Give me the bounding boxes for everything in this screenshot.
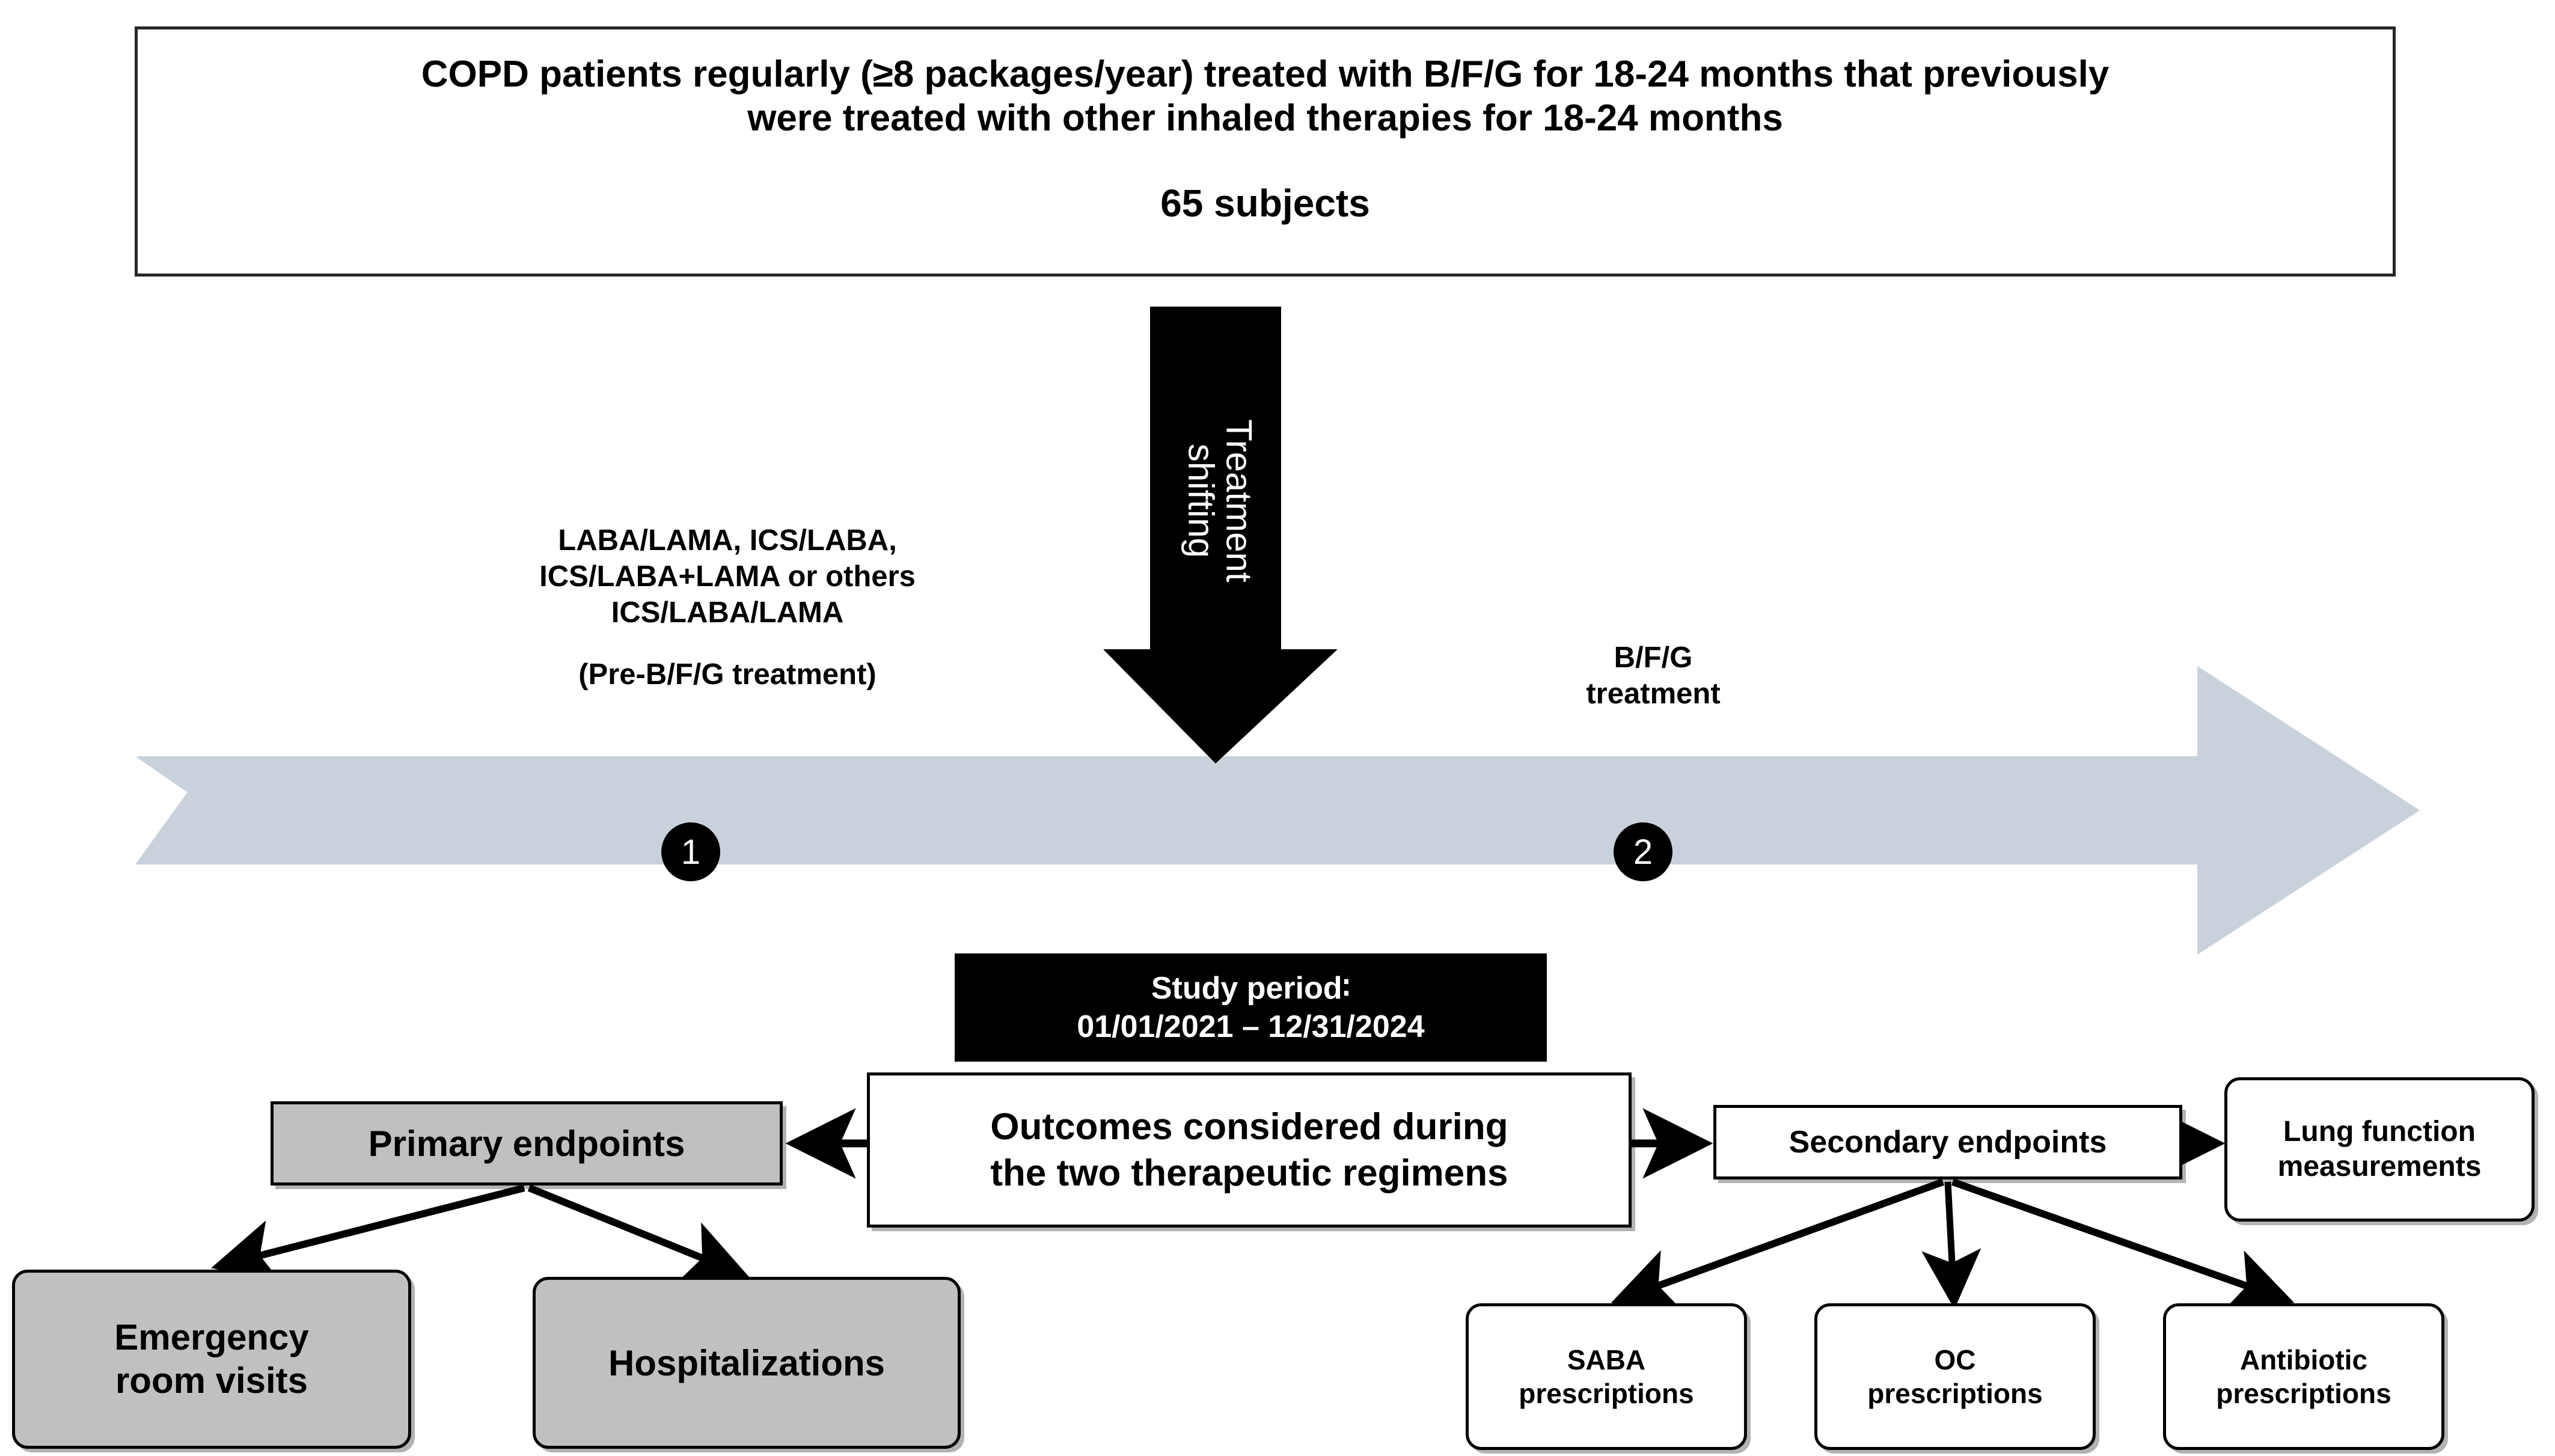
outcomes-considered-box: Outcomes considered during the two thera… (867, 1072, 1632, 1228)
secondary-endpoints-box[interactable]: Secondary endpoints (1713, 1105, 2182, 1179)
antibiotic-line-2: prescriptions (2216, 1378, 2391, 1409)
secondary-endpoints-label: Secondary endpoints (1788, 1125, 2107, 1160)
saba-text: SABA prescriptions (1519, 1343, 1694, 1410)
primary-endpoints-box[interactable]: Primary endpoints (271, 1101, 783, 1185)
treatment-shifting-arrow (1103, 307, 1338, 763)
bfg-line-1: B/F/G (1614, 641, 1693, 674)
cohort-subject-count: 65 subjects (1160, 182, 1370, 225)
outcomes-line-2: the two therapeutic regimens (990, 1152, 1508, 1194)
pre-bfg-line-1: LABA/LAMA, ICS/LABA, (558, 524, 897, 557)
er-visits-line-2: room visits (115, 1360, 308, 1401)
outcomes-text: Outcomes considered during the two thera… (990, 1104, 1508, 1197)
pre-bfg-line-2: ICS/LABA+LAMA or others (539, 560, 916, 593)
oc-text: OC prescriptions (1867, 1343, 2042, 1410)
hospitalizations-label: Hospitalizations (608, 1342, 886, 1383)
pre-bfg-line-3: ICS/LABA/LAMA (611, 596, 844, 629)
lung-function-text: Lung function measurements (2278, 1115, 2482, 1184)
antibiotic-prescriptions-box[interactable]: Antibiotic prescriptions (2163, 1303, 2444, 1450)
study-period-range: 01/01/2021 – 12/31/2024 (1077, 1009, 1425, 1044)
lung-function-line-2: measurements (2277, 1151, 2482, 1182)
saba-prescriptions-box[interactable]: SABA prescriptions (1466, 1303, 1747, 1450)
timeline-arrow (135, 666, 2420, 955)
study-period-box: Study period∶ 01/01/2021 – 12/31/2024 (955, 953, 1547, 1062)
saba-line-1: SABA (1567, 1344, 1646, 1375)
study-period-label: Study period∶ (1151, 970, 1351, 1006)
pre-bfg-treatment-label: LABA/LAMA, ICS/LABA, ICS/LABA+LAMA or ot… (463, 523, 992, 693)
lung-function-measurements-box[interactable]: Lung function measurements (2224, 1077, 2535, 1222)
pre-bfg-note: (Pre-B/F/G treatment) (578, 658, 877, 691)
bfg-treatment-label: B/F/G treatment (1467, 640, 1840, 712)
stage-1-number: 1 (681, 832, 701, 872)
antibiotic-line-1: Antibiotic (2239, 1344, 2368, 1375)
er-visits-line-1: Emergency (114, 1317, 309, 1357)
cohort-line-1: COPD patients regularly (≥8 packages/yea… (421, 54, 2110, 95)
hospitalizations-box[interactable]: Hospitalizations (533, 1277, 961, 1449)
antibiotic-text: Antibiotic prescriptions (2216, 1343, 2391, 1410)
outcomes-line-1: Outcomes considered during (990, 1106, 1508, 1148)
lung-function-line-1: Lung function (2283, 1116, 2476, 1148)
oc-line-2: prescriptions (1867, 1378, 2043, 1409)
oc-prescriptions-box[interactable]: OC prescriptions (1814, 1303, 2096, 1450)
emergency-room-visits-box[interactable]: Emergency room visits (12, 1270, 411, 1449)
cohort-description-box: COPD patients regularly (≥8 packages/yea… (135, 26, 2396, 277)
saba-line-2: prescriptions (1519, 1378, 1694, 1409)
oc-line-1: OC (1934, 1344, 1976, 1375)
timeline-stage-1-marker: 1 (661, 822, 720, 881)
timeline-stage-2-marker: 2 (1614, 822, 1672, 881)
stage-2-number: 2 (1633, 832, 1653, 872)
primary-endpoints-label: Primary endpoints (368, 1123, 685, 1164)
bfg-line-2: treatment (1586, 677, 1721, 710)
cohort-line-2: were treated with other inhaled therapie… (747, 97, 1783, 139)
er-visits-text: Emergency room visits (114, 1316, 309, 1402)
